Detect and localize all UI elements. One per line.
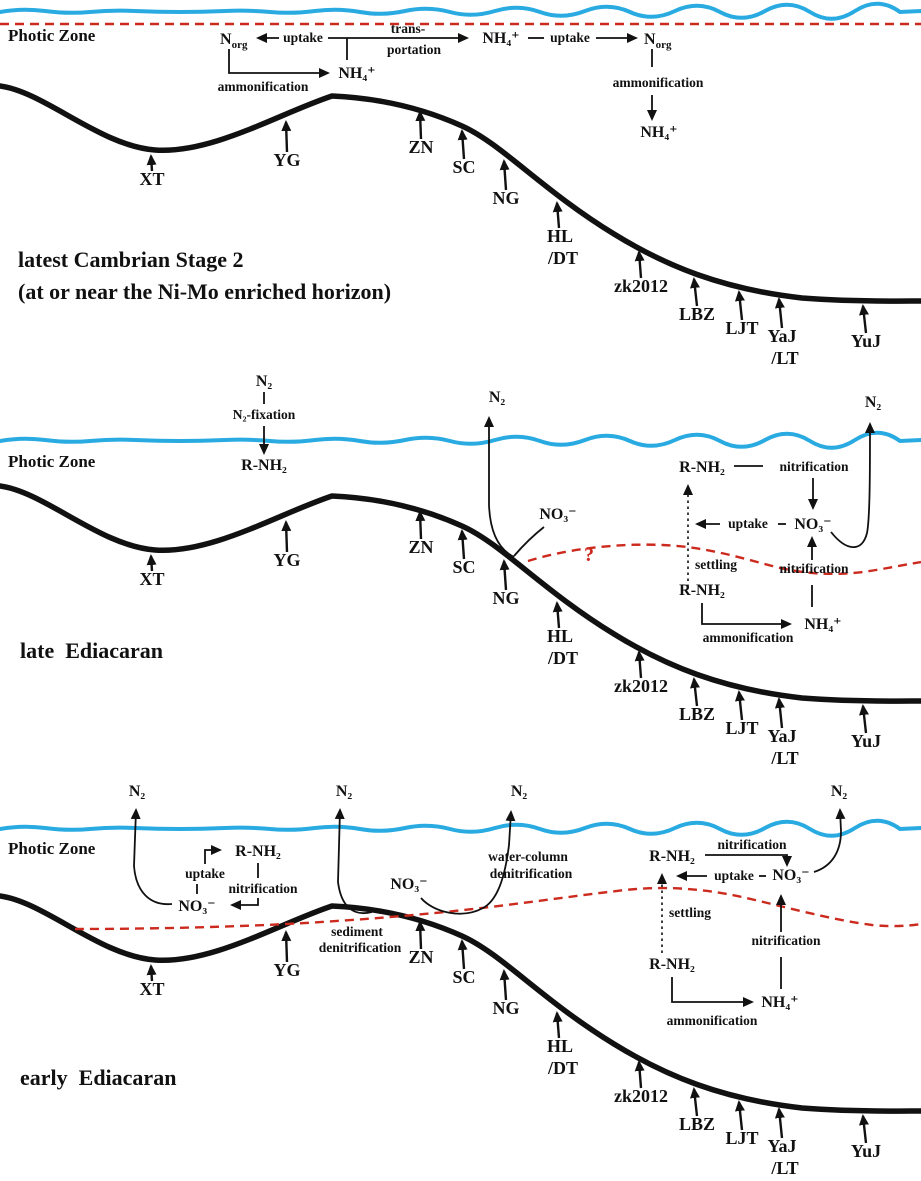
nitrification-label: nitrification — [229, 881, 298, 896]
sea-surface-line — [0, 430, 921, 450]
surface-nitrogen-cycle: Norg uptake trans- portation NH₄⁺ uptake… — [218, 21, 704, 141]
site-labels — [139, 922, 881, 1178]
n-org-main: N — [220, 31, 232, 48]
shallow-water-nitrogen-cycle: N₂ NO₃⁻ uptake R-NH₂ nitrification — [129, 783, 298, 915]
no3-connector-curve — [513, 526, 545, 557]
sea-surface-line — [0, 818, 921, 838]
n2-label: N₂ — [336, 783, 353, 800]
panel-early-ediacaran: N₂ NO₃⁻ uptake R-NH₂ nitrification N₂ se… — [0, 783, 921, 1178]
nh4-label: NH₄⁺ — [761, 994, 798, 1011]
nitrification-upper-label: nitrification — [780, 459, 849, 474]
transportation-label-line1: trans- — [391, 21, 426, 36]
nh4-right-label: NH₄⁺ — [640, 124, 677, 141]
ammonification-label: ammonification — [703, 630, 794, 645]
r-nh2-label: R-NH₂ — [241, 457, 287, 474]
chemocline-dashed-line — [74, 886, 921, 931]
r-nh2-upper-label: R-NH₂ — [679, 459, 725, 476]
photic-zone-label — [8, 839, 96, 858]
deep-water-nitrogen-cycle: R-NH₂ nitrification NO₃⁻ uptake settling… — [679, 394, 881, 645]
n2-escape-curve-arrow — [830, 422, 875, 549]
r-nh2-lower-label: R-NH₂ — [649, 956, 695, 973]
panel-title-line1: latest Cambrian Stage 2 — [18, 247, 243, 272]
site-labels — [139, 112, 881, 368]
chemocline-dashed-line — [527, 543, 921, 576]
nh4-label: NH₄⁺ — [804, 616, 841, 633]
deep-water-nitrogen-cycle: R-NH₂ nitrification NO₃⁻ uptake settling… — [649, 783, 847, 1028]
nitrification-upper-label: nitrification — [718, 837, 787, 852]
uncertainty-question-mark: ? — [584, 544, 594, 566]
panel-cambrian: Norg uptake trans- portation NH₄⁺ uptake… — [0, 1, 921, 368]
uptake-label: uptake — [714, 868, 754, 883]
no3-label: NO₃⁻ — [772, 867, 809, 884]
nh4-left-label: NH₄⁺ — [338, 65, 375, 82]
seafloor-line — [0, 486, 921, 701]
n2-fixation-pathway: N₂ N₂-fixation R-NH₂ — [233, 373, 296, 474]
n-org-left-label: Norg — [220, 31, 248, 51]
r-nh2-lower-label: R-NH₂ — [679, 582, 725, 599]
panel-title: late Ediacaran — [20, 638, 163, 663]
n-org-right-label: Norg — [644, 31, 672, 51]
settling-label: settling — [695, 557, 737, 572]
uptake-left-label: uptake — [283, 30, 323, 45]
n2-label: N₂ — [831, 783, 848, 800]
no3-label: NO₃⁻ — [794, 516, 831, 533]
r-nh2-upper-label: R-NH₂ — [649, 848, 695, 865]
n2-escape-curve-arrow — [130, 808, 173, 905]
panel-title-line2: (at or near the Ni-Mo enriched horizon) — [18, 279, 391, 304]
no3-label: NO₃⁻ — [178, 898, 215, 915]
n-org-sub: org — [656, 39, 672, 51]
n2-escape-curve-arrow — [334, 808, 373, 915]
n-org-main: N — [644, 31, 656, 48]
sediment-denitrification-label-line2: denitrification — [319, 940, 402, 955]
no3-label: NO₃⁻ — [539, 506, 576, 523]
ammonification-elbow-arrow — [701, 603, 792, 629]
nitrification-lower-label: nitrification — [752, 933, 821, 948]
panel-title: early Ediacaran — [20, 1065, 176, 1090]
ammonification-left-label: ammonification — [218, 79, 309, 94]
nitrification-elbow-arrow — [230, 898, 259, 910]
n2-escape-curve-arrow — [813, 808, 846, 873]
uptake-label: uptake — [728, 516, 768, 531]
sediment-denitrification-pathway: N₂ sediment denitrification — [319, 783, 402, 955]
denitrification-escape-pathway: N₂ NO₃⁻ — [484, 389, 577, 558]
photic-zone-label — [8, 452, 96, 471]
water-column-denitrification-label-line1: water-column — [488, 849, 568, 864]
water-column-denitrification-pathway: N₂ NO₃⁻ water-column denitrification — [390, 783, 573, 915]
n2-escape-curve-arrow — [484, 416, 515, 558]
no3-label: NO₃⁻ — [390, 876, 427, 893]
n2-label: N₂ — [256, 373, 273, 390]
r-nh2-label: R-NH₂ — [235, 843, 281, 860]
n2-label: N₂ — [865, 394, 882, 411]
n2-label: N₂ — [129, 783, 146, 800]
uptake-right-label: uptake — [550, 30, 590, 45]
settling-label: settling — [669, 905, 711, 920]
n2-label: N₂ — [511, 783, 528, 800]
uptake-label: uptake — [185, 866, 225, 881]
n2-label: N₂ — [489, 389, 506, 406]
nh4-top-label: NH₄⁺ — [482, 30, 519, 47]
panel-late-ediacaran: ? N₂ N₂-fixation R-NH₂ N₂ NO₃⁻ R-NH₂ nit… — [0, 373, 921, 768]
nitrification-lower-label: nitrification — [780, 561, 849, 576]
nitrification-elbow-arrow — [705, 854, 792, 867]
ammonification-left-arrow — [228, 49, 330, 78]
ammonification-label: ammonification — [667, 1013, 758, 1028]
water-column-denitrification-label-line2: denitrification — [490, 866, 573, 881]
uptake-elbow-arrow — [204, 845, 222, 864]
ammonification-elbow-arrow — [671, 977, 754, 1007]
n2-escape-curve-arrow — [420, 810, 516, 915]
transportation-label-line2: portation — [387, 42, 441, 57]
ammonification-right-label: ammonification — [613, 75, 704, 90]
n-org-sub: org — [232, 39, 248, 51]
n2-fixation-label: N₂-fixation — [233, 407, 296, 422]
sediment-denitrification-label-line1: sediment — [331, 924, 383, 939]
photic-zone-label — [8, 26, 96, 45]
sea-surface-line — [0, 1, 921, 21]
